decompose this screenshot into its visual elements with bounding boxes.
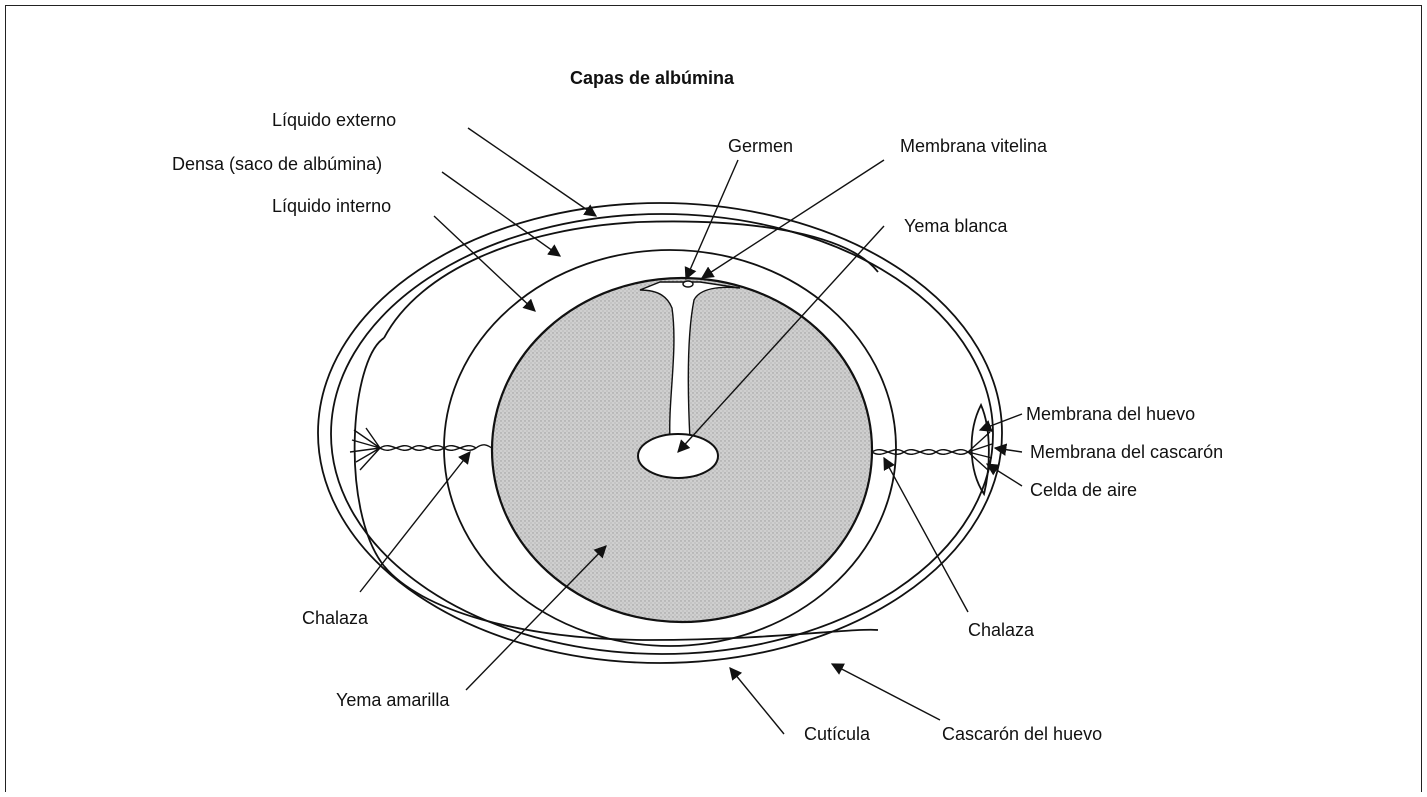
label-liquido-interno: Líquido interno (272, 196, 391, 216)
leader-celda-aire (987, 464, 1022, 486)
label-membrana-vitelina: Membrana vitelina (900, 136, 1048, 156)
label-yema-amarilla: Yema amarilla (336, 690, 450, 710)
label-membrana-cascaron: Membrana del cascarón (1030, 442, 1223, 462)
label-chalaza-right: Chalaza (968, 620, 1035, 640)
leader-densa (442, 172, 560, 256)
label-membrana-huevo: Membrana del huevo (1026, 404, 1195, 424)
leader-chalaza-left (360, 452, 470, 592)
label-cascaron: Cascarón del huevo (942, 724, 1102, 744)
chalaza-right-twist-2 (872, 450, 968, 455)
leader-cascaron (832, 664, 940, 720)
label-densa: Densa (saco de albúmina) (172, 154, 382, 174)
chalaza-left-twist-2 (380, 446, 476, 451)
leader-liquido-interno (434, 216, 535, 311)
leader-cuticula (730, 668, 784, 734)
label-cuticula: Cutícula (804, 724, 871, 744)
leader-liquido-externo (468, 128, 596, 216)
leader-membrana-cascaron (995, 448, 1022, 452)
diagram-title: Capas de albúmina (570, 68, 735, 88)
label-chalaza-left: Chalaza (302, 608, 369, 628)
label-celda-aire: Celda de aire (1030, 480, 1137, 500)
dense-albumen-left-inner (355, 338, 384, 566)
label-yema-blanca: Yema blanca (904, 216, 1008, 236)
leader-yema-amarilla (466, 546, 606, 690)
label-liquido-externo: Líquido externo (272, 110, 396, 130)
germ-disc (683, 281, 693, 287)
yema-blanca-shape (638, 434, 718, 478)
label-germen: Germen (728, 136, 793, 156)
